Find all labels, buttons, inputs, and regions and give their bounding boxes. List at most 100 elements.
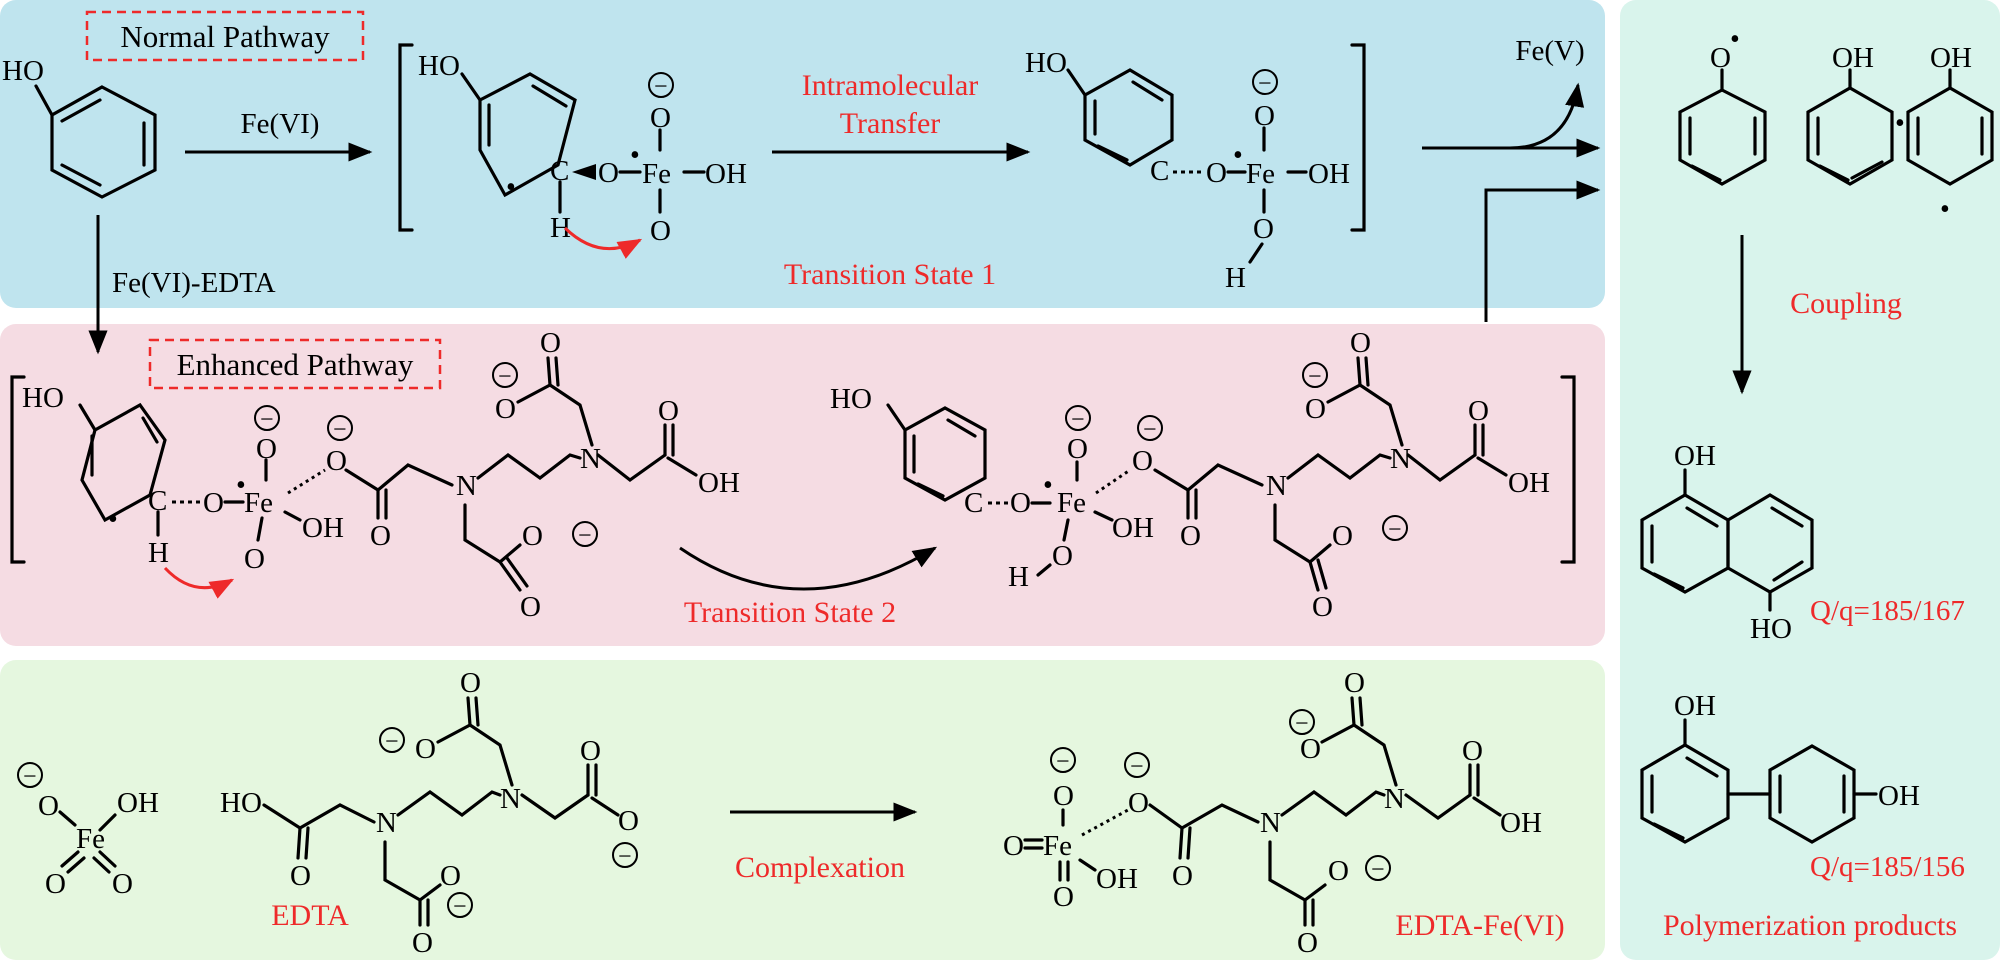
- svg-text:−: −: [618, 844, 632, 870]
- svg-text:HO: HO: [830, 383, 872, 415]
- svg-text:C: C: [550, 155, 569, 187]
- svg-text:O: O: [1297, 927, 1318, 959]
- svg-text:OH: OH: [1096, 863, 1138, 895]
- svg-text:−: −: [333, 417, 347, 443]
- complexation-panel: [0, 660, 1605, 960]
- svg-text:OH: OH: [698, 467, 740, 499]
- ferrate-structure: − O Fe OH O O: [17, 762, 159, 900]
- svg-text:−: −: [23, 764, 37, 790]
- svg-text:Fe: Fe: [1057, 487, 1086, 519]
- svg-text:O: O: [460, 667, 481, 699]
- svg-text:Fe: Fe: [642, 158, 671, 190]
- svg-text:O: O: [112, 868, 133, 900]
- svg-text:•: •: [1895, 108, 1905, 139]
- svg-text:OH: OH: [1500, 807, 1542, 839]
- svg-text:O: O: [1350, 327, 1371, 359]
- svg-text:−: −: [1295, 711, 1309, 737]
- svg-text:O: O: [290, 860, 311, 892]
- svg-text:OH: OH: [117, 787, 159, 819]
- svg-text:O: O: [520, 591, 541, 623]
- svg-text:−: −: [1258, 71, 1272, 97]
- svg-text:OH: OH: [1308, 158, 1350, 190]
- svg-text:O: O: [412, 927, 433, 959]
- svg-text:C: C: [148, 485, 167, 517]
- svg-text:N: N: [1390, 443, 1411, 475]
- svg-text:−: −: [385, 729, 399, 755]
- svg-text:O: O: [598, 157, 619, 189]
- svg-text:−: −: [1308, 364, 1322, 390]
- svg-text:O: O: [650, 102, 671, 134]
- enhanced-pathway-panel: [0, 324, 1605, 646]
- intramolecular-label-2: Transfer: [840, 107, 941, 140]
- products-panel: [1620, 0, 2000, 960]
- svg-text:−: −: [1143, 417, 1157, 443]
- ts1-product-structure: HO C O Fe • O − OH O H: [1025, 47, 1350, 294]
- svg-text:−: −: [1371, 857, 1385, 883]
- svg-text:OH: OH: [1878, 780, 1920, 812]
- ts1-reactant-structure: HO C • H O Fe • O − O OH: [418, 50, 747, 259]
- svg-text:O: O: [1468, 395, 1489, 427]
- svg-text:O: O: [415, 733, 436, 765]
- svg-text:O: O: [1128, 787, 1149, 819]
- para-radical-structure: OH •: [1906, 42, 1994, 225]
- normal-pathway-box: [85, 10, 365, 62]
- svg-text:O: O: [540, 327, 561, 359]
- svg-text:OH: OH: [1508, 467, 1550, 499]
- enhanced-pathway-label: Enhanced Pathway: [177, 347, 414, 382]
- svg-text:O: O: [370, 520, 391, 552]
- svg-text:O: O: [1253, 213, 1274, 245]
- svg-text:O: O: [1180, 520, 1201, 552]
- svg-text:O: O: [1206, 157, 1227, 189]
- svg-text:•: •: [1730, 24, 1740, 55]
- svg-text:OH: OH: [1930, 42, 1972, 74]
- svg-text:•: •: [108, 504, 118, 535]
- svg-text:−: −: [1388, 517, 1402, 543]
- edta-fe6-label: EDTA-Fe(VI): [1395, 909, 1564, 942]
- svg-text:−: −: [498, 364, 512, 390]
- svg-text:O: O: [618, 805, 639, 837]
- svg-text:OH: OH: [302, 512, 344, 544]
- ortho-radical-structure: OH •: [1806, 42, 1905, 186]
- phenol-structure: HO: [2, 55, 157, 199]
- svg-text:C: C: [1150, 155, 1169, 187]
- svg-text:O: O: [1312, 591, 1333, 623]
- svg-text:N: N: [1266, 470, 1287, 502]
- q-ratio-1: Q/q=185/167: [1810, 595, 1965, 627]
- intramolecular-label-1: Intramolecular: [802, 69, 979, 102]
- svg-text:O: O: [1067, 433, 1088, 465]
- svg-text:O: O: [1053, 881, 1074, 913]
- svg-text:O: O: [1053, 780, 1074, 812]
- q-ratio-2: Q/q=185/156: [1810, 851, 1965, 883]
- svg-text:−: −: [1130, 754, 1144, 780]
- svg-text:•: •: [630, 140, 640, 171]
- ts2-reactant-structure: HO C • H O Fe • O − O OH O − O N N O: [22, 327, 740, 623]
- svg-text:O: O: [580, 735, 601, 767]
- svg-text:O: O: [38, 790, 59, 822]
- svg-text:O: O: [1003, 830, 1024, 862]
- svg-text:−: −: [260, 407, 274, 433]
- svg-text:•: •: [1940, 194, 1950, 225]
- polymerization-label: Polymerization products: [1663, 909, 1957, 942]
- enhanced-pathway-box: [148, 338, 442, 390]
- biphenyl-diol-2-2-structure: OH HO: [1640, 440, 1814, 645]
- svg-text:−: −: [1056, 749, 1070, 775]
- svg-text:O: O: [1010, 487, 1031, 519]
- svg-text:O: O: [650, 215, 671, 247]
- transition-state-2-label: Transition State 2: [684, 596, 896, 629]
- svg-text:O: O: [1132, 445, 1153, 477]
- svg-text:O: O: [1328, 855, 1349, 887]
- svg-text:O: O: [1462, 735, 1483, 767]
- svg-text:N: N: [580, 443, 601, 475]
- edta-fe6-structure: − O O Fe O OH O − O N N O OH O O −: [1003, 667, 1542, 959]
- svg-text:OH: OH: [1674, 690, 1716, 722]
- svg-text:HO: HO: [22, 382, 64, 414]
- complexation-label: Complexation: [735, 851, 905, 884]
- svg-text:N: N: [456, 470, 477, 502]
- svg-text:H: H: [550, 212, 571, 244]
- svg-text:−: −: [654, 74, 668, 100]
- svg-text:O: O: [1344, 667, 1365, 699]
- edta-structure: HO O N N O O − O O − O O −: [220, 667, 639, 959]
- svg-text:HO: HO: [1025, 47, 1067, 79]
- svg-text:HO: HO: [2, 55, 44, 87]
